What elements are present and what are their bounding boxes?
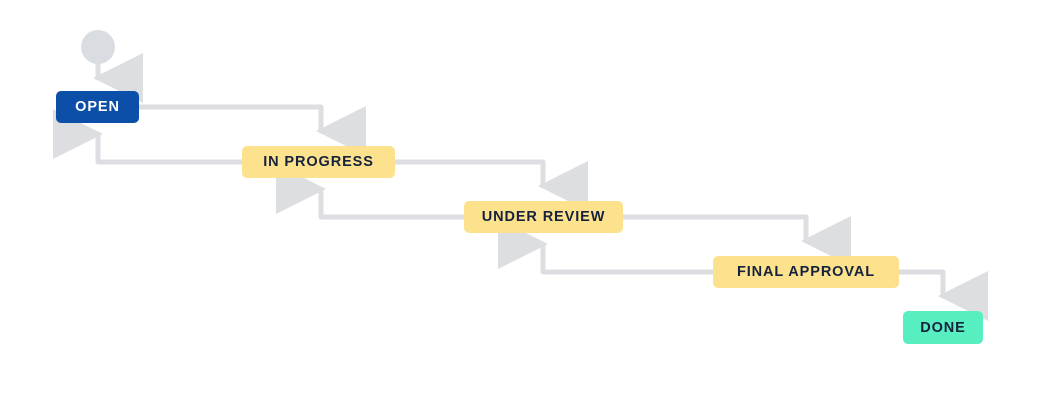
edge-under-review-to-in-progress	[276, 164, 467, 220]
status-node-open[interactable]: OPEN	[56, 91, 139, 123]
edge-final-approval-to-under-review	[498, 219, 716, 275]
status-node-under-review-label: UNDER REVIEW	[481, 209, 606, 225]
status-node-in-progress-label: IN PROGRESS	[263, 154, 374, 170]
edge-under-review-to-final-approval	[620, 214, 851, 266]
status-node-done-label: DONE	[920, 319, 966, 336]
status-node-under-review[interactable]: UNDER REVIEW	[464, 201, 623, 233]
edge-open-to-in-progress	[136, 104, 366, 156]
status-node-final-approval[interactable]: FINAL APPROVAL	[713, 256, 899, 288]
status-node-done[interactable]: DONE	[903, 311, 983, 344]
status-node-open-label: OPEN	[75, 99, 120, 115]
status-node-final-approval-label: FINAL APPROVAL	[736, 264, 875, 280]
edge-in-progress-to-under-review	[392, 159, 588, 211]
status-node-in-progress[interactable]: IN PROGRESS	[242, 146, 395, 178]
start-node	[81, 30, 115, 64]
edge-final-approval-to-done	[896, 269, 988, 321]
edge-in-progress-to-open	[53, 109, 245, 165]
